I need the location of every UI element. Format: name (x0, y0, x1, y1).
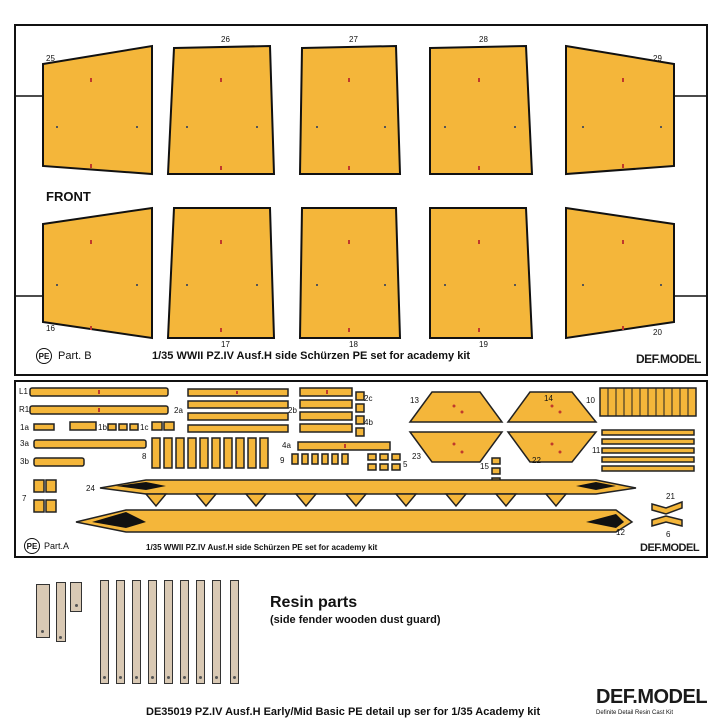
plate-25 (42, 44, 153, 176)
footer-tagline: Definite Detail Resin Cast Kit (596, 710, 674, 716)
plate-27 (298, 44, 402, 175)
part-number-10: 10 (586, 396, 595, 405)
resin-piece (70, 582, 82, 612)
schurzen-plates (16, 44, 706, 340)
part-number-12: 12 (616, 528, 625, 537)
part-number-20: 20 (653, 328, 662, 337)
resin-piece (180, 580, 189, 684)
part-number-23: 23 (412, 452, 421, 461)
part-number-24: 24 (86, 484, 95, 493)
part-number-25: 25 (46, 54, 55, 63)
part-number-4b: 4b (364, 418, 373, 427)
part-number-5: 5 (403, 460, 408, 469)
rail-12 (75, 509, 634, 533)
plate-17 (166, 207, 276, 339)
pe-fret-part-b: 25 26 27 28 29 16 17 18 19 20 FRONT PE P… (14, 24, 708, 376)
part-number-L1: L1 (19, 387, 28, 396)
part-number-R1: R1 (19, 405, 30, 414)
part-number-9: 9 (280, 456, 285, 465)
resin-piece (116, 580, 125, 684)
plate-29 (565, 44, 675, 176)
pe-badge: PE (36, 348, 52, 364)
part-number-2a: 2a (174, 406, 183, 415)
resin-piece (196, 580, 205, 684)
resin-parts (36, 580, 256, 690)
part-number-4a: 4a (282, 441, 291, 450)
plate-18 (298, 207, 402, 339)
part-number-2b: 2b (288, 406, 297, 415)
part-number-6: 6 (666, 530, 671, 539)
fret-title: 1/35 WWII PZ.IV Ausf.H side Schürzen PE … (146, 543, 378, 552)
fret-a-parts (29, 387, 697, 533)
plate-28 (429, 44, 534, 175)
part-number-3a: 3a (20, 439, 29, 448)
part-number-28: 28 (479, 35, 488, 44)
resin-piece (56, 582, 66, 642)
plate-26 (166, 44, 276, 175)
pe-fret-part-a: L1 R1 1a 1b 1c 2a 2b 2c 2d 3a 3b 4a 4b 5… (14, 380, 708, 558)
part-number-15: 15 (480, 462, 489, 471)
part-number-21: 21 (666, 492, 675, 501)
part-number-8: 8 (142, 452, 147, 461)
part-number-1b: 1b (98, 423, 107, 432)
plate-20 (565, 206, 675, 340)
part-number-22: 22 (532, 456, 541, 465)
resin-piece (164, 580, 173, 684)
part-number-26: 26 (221, 35, 230, 44)
part-number-18: 18 (349, 340, 358, 349)
part-number-11: 11 (592, 446, 601, 455)
resin-piece (100, 580, 109, 684)
part-number-1a: 1a (20, 423, 29, 432)
part-number-14: 14 (544, 394, 553, 403)
part-label: Part.A (44, 541, 70, 551)
product-description: DE35019 PZ.IV Ausf.H Early/Mid Basic PE … (146, 706, 541, 718)
fret-title: 1/35 WWII PZ.IV Ausf.H side Schürzen PE … (152, 350, 471, 362)
part-number-1c: 1c (140, 423, 149, 432)
pe-badge: PE (24, 538, 40, 554)
part-number-16: 16 (46, 324, 55, 333)
part-number-2c: 2c (364, 394, 373, 403)
resin-piece (212, 580, 221, 684)
front-label: FRONT (46, 189, 91, 204)
rail-24 (99, 479, 637, 495)
resin-title: Resin parts (270, 594, 358, 611)
part-number-19: 19 (479, 340, 488, 349)
part-number-17: 17 (221, 340, 230, 349)
part-number-29: 29 (653, 54, 662, 63)
plate-16 (42, 206, 153, 340)
part-number-3b: 3b (20, 457, 29, 466)
resin-piece (148, 580, 157, 684)
footer-brand-logo: DEF.MODEL (596, 686, 708, 708)
part-number-13: 13 (410, 396, 419, 405)
part-number-27: 27 (349, 35, 358, 44)
brand-logo: DEF.MODEL (640, 542, 700, 554)
resin-piece (36, 584, 50, 638)
resin-piece (132, 580, 141, 684)
part-number-7: 7 (22, 494, 27, 503)
plate-19 (429, 207, 534, 339)
brand-logo: DEF.MODEL (636, 352, 701, 366)
resin-subtitle: (side fender wooden dust guard) (270, 614, 441, 626)
resin-piece (230, 580, 239, 684)
part-label: Part. B (58, 350, 92, 362)
